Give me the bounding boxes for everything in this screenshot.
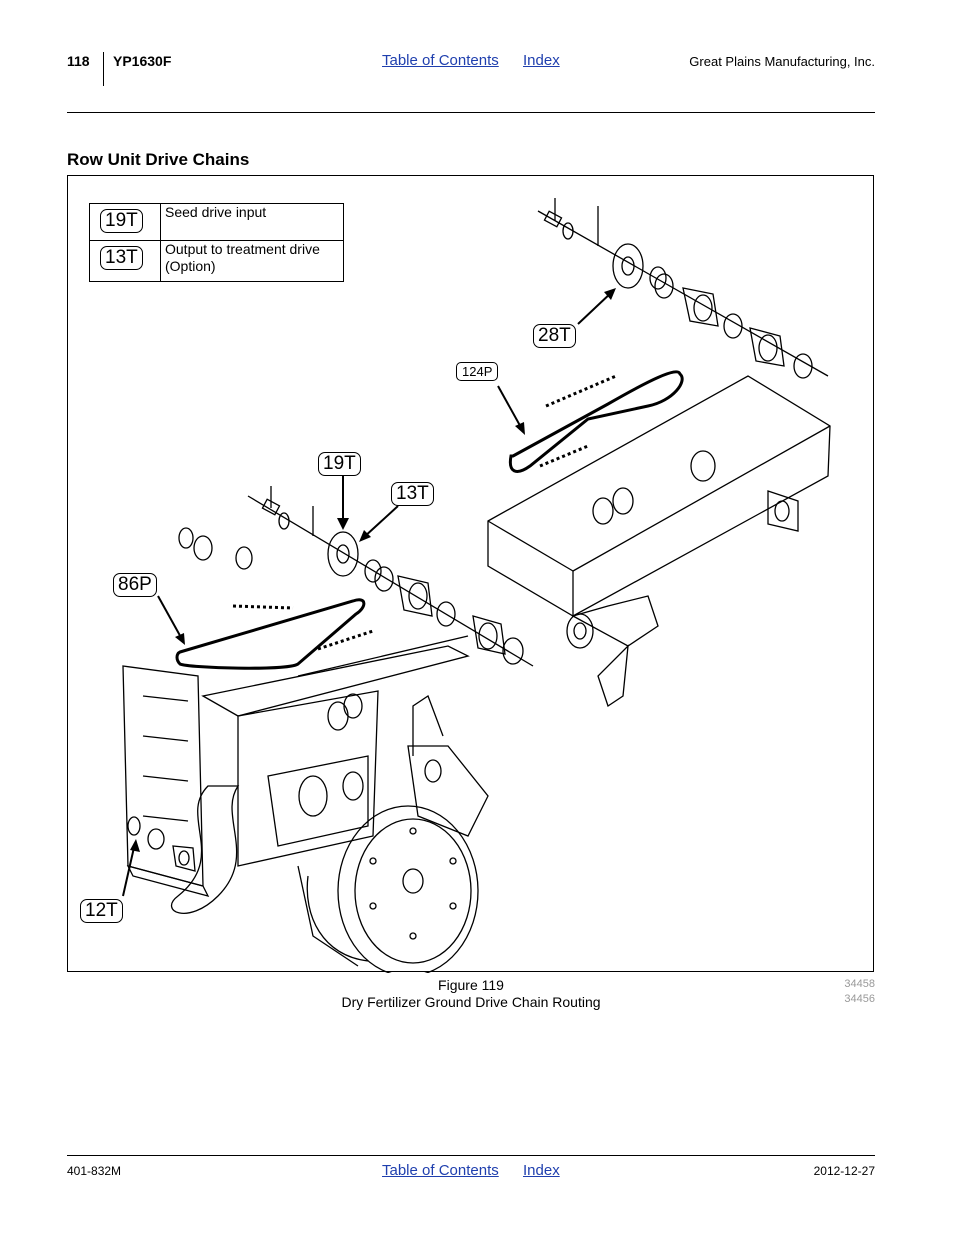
callout-13t: 13T	[391, 482, 434, 506]
chain-124p	[508, 370, 684, 473]
header-index-link[interactable]: Index	[523, 52, 560, 69]
frame-tube	[487, 375, 831, 708]
header-rule	[67, 112, 875, 113]
callout-86p: 86P	[113, 573, 157, 597]
legend-tag: 19T	[100, 209, 143, 233]
legend-row: 13T Output to treatment drive (Option)	[89, 240, 344, 282]
lower-shaft-assembly	[178, 486, 534, 667]
figure-number: Figure 119	[438, 977, 504, 993]
upper-shaft-assembly	[537, 198, 829, 379]
callout-19t: 19T	[318, 452, 361, 476]
legend-row: 19T Seed drive input	[89, 203, 344, 241]
figure-code: 34458	[844, 978, 875, 990]
callout-28t: 28T	[533, 324, 576, 348]
legend-description: Output to treatment drive (Option)	[160, 240, 344, 282]
legend-table: 19T Seed drive input 13T Output to treat…	[89, 203, 344, 282]
header-divider	[103, 52, 104, 86]
model-name: YP1630F	[113, 53, 172, 69]
figure-code: 34456	[844, 993, 875, 1005]
document-number: 401-832M	[67, 1164, 122, 1178]
callout-124p: 124P	[456, 362, 499, 381]
document-date: 2012-12-27	[813, 1164, 875, 1178]
gauge-wheel	[297, 805, 479, 973]
header-toc-link[interactable]: Table of Contents	[382, 52, 499, 69]
footer-rule	[67, 1155, 875, 1156]
figure-title: Dry Fertilizer Ground Drive Chain Routin…	[341, 994, 601, 1010]
chain-routing-drawing	[122, 198, 831, 973]
chain-86p	[175, 598, 366, 670]
page-number: 118	[67, 53, 90, 69]
sprocket-12t	[127, 816, 196, 872]
legend-description: Seed drive input	[160, 203, 344, 241]
figure-frame: 19T Seed drive input 13T Output to treat…	[67, 175, 874, 973]
row-unit-body	[122, 635, 489, 914]
company-name: Great Plains Manufacturing, Inc.	[689, 54, 875, 69]
legend-tag: 13T	[100, 246, 143, 270]
footer-index-link[interactable]: Index	[523, 1162, 560, 1179]
section-title: Row Unit Drive Chains	[67, 150, 250, 169]
footer-toc-link[interactable]: Table of Contents	[382, 1162, 499, 1179]
callout-12t: 12T	[80, 899, 123, 923]
